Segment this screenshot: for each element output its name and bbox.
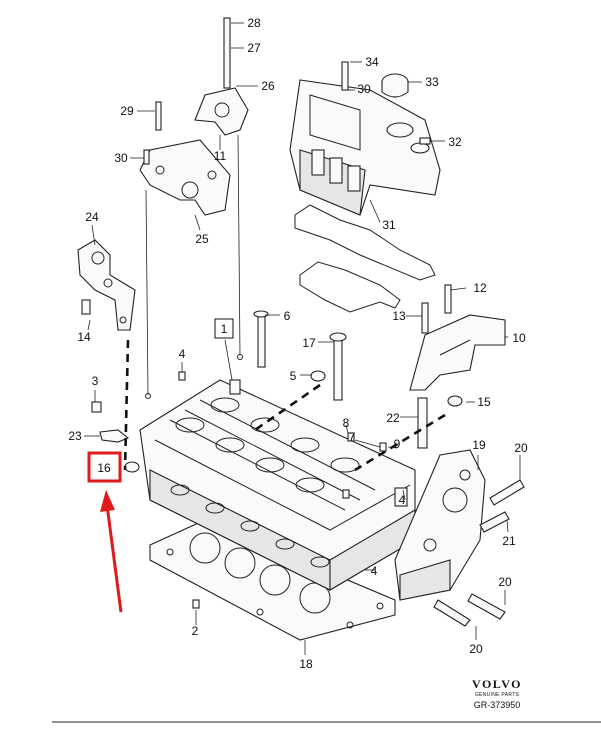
alignment-lines [123,339,446,472]
callout-30-b: 30 [357,82,371,96]
callout-9: 9 [394,437,401,451]
timing-housing [394,449,486,601]
callout-18: 18 [299,657,313,671]
lifting-bracket [77,239,136,331]
callout-11: 11 [214,149,227,163]
highlight-box [87,451,122,483]
cylinder-head [139,379,416,591]
callout-20-b: 20 [498,575,512,589]
callout-7: 7 [349,430,356,444]
callout-26: 26 [261,79,275,93]
callout-20-a: 20 [514,441,528,455]
callout-13: 13 [392,309,406,323]
callout-4-a: 4 [179,347,186,361]
callout-20-c: 20 [469,642,483,656]
callout-6: 6 [284,309,291,323]
callout-21: 21 [502,534,516,548]
leader-lines [84,22,521,655]
callout-32: 32 [448,135,462,149]
callout-27: 27 [247,41,261,55]
callout-2: 2 [192,624,199,638]
callout-28: 28 [247,16,261,30]
callout-22: 22 [386,411,400,425]
callout-23: 23 [68,429,82,443]
bearing-cap-25 [139,139,231,216]
callout-10: 10 [512,331,526,345]
reference-number: GR-373950 [474,700,521,710]
highlight-arrow [100,490,123,613]
bearing-cap-11 [194,87,249,136]
bolts [81,17,525,627]
callout-30-a: 30 [114,151,128,165]
callout-17: 17 [302,336,316,350]
callout-3: 3 [92,374,99,388]
callout-33: 33 [425,75,439,89]
callout-12: 12 [473,281,487,295]
callout-16: 16 [97,461,111,475]
brand-name: VOLVO [472,677,522,691]
timing-cover [409,314,506,391]
callout-1-box [214,318,234,339]
oil-filler-cap [381,73,409,98]
callout-1: 1 [221,322,228,336]
valve-cover-gasket [294,204,436,313]
callout-24: 24 [85,210,99,224]
brand-tagline: GENUINE PARTS [475,692,520,698]
callout-34: 34 [365,55,379,69]
callout-15: 15 [477,395,491,409]
callout-31: 31 [382,218,396,232]
valve-cover [289,79,441,216]
callout-14: 14 [77,330,91,344]
callout-4-b: 4 [399,493,406,507]
callout-5: 5 [290,369,297,383]
callout-19: 19 [472,438,486,452]
callout-4-c: 4 [371,564,378,578]
callout-29: 29 [120,104,134,118]
callout-8: 8 [343,416,350,430]
callout-25: 25 [195,232,209,246]
